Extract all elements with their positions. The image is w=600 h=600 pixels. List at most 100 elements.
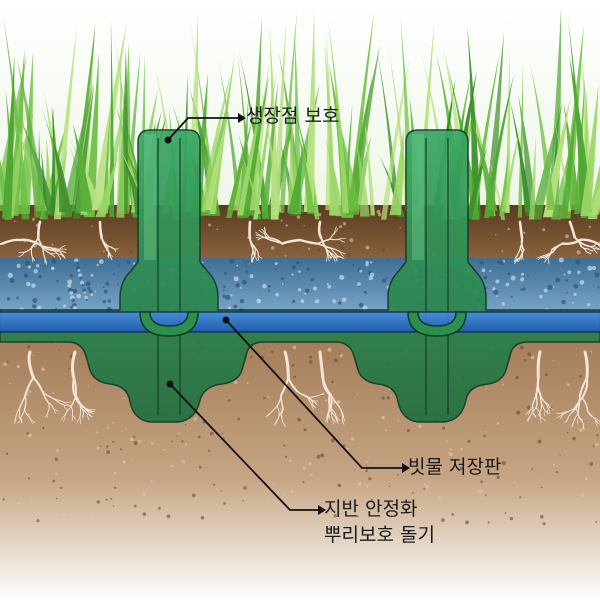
soil-grain (138, 440, 141, 443)
gravel-grain (370, 261, 372, 263)
soil-grain (151, 442, 153, 444)
gravel-grain (281, 277, 284, 280)
gravel-grain (521, 273, 524, 276)
gravel-grain (315, 299, 319, 303)
soil-grain (27, 394, 29, 396)
gravel-grain (492, 287, 495, 290)
soil-grain (541, 487, 543, 489)
soil-grain (407, 429, 410, 432)
gravel-grain (352, 264, 354, 266)
soil-grain (182, 460, 185, 463)
soil-grain (291, 490, 294, 493)
soil-grain (590, 462, 594, 466)
gravel-grain (597, 286, 599, 288)
gravel-grain (572, 302, 574, 304)
soil-grain (309, 462, 312, 465)
soil-grain (310, 473, 313, 476)
soil-grain (316, 223, 318, 225)
gravel-grain (104, 290, 108, 294)
soil-grain (107, 426, 109, 428)
soil-grain (485, 495, 487, 497)
soil-grain (210, 432, 214, 436)
gravel-grain (36, 264, 39, 267)
soil-grain (29, 390, 32, 393)
soil-grain (1, 231, 2, 232)
soil-grain (55, 472, 58, 475)
soil-grain (143, 512, 147, 516)
gravel-grain (24, 274, 28, 278)
soil-grain (331, 381, 334, 384)
gravel-grain (103, 286, 105, 288)
soil-grain (208, 450, 210, 452)
gravel-grain (304, 293, 306, 295)
soil-grain (88, 385, 89, 386)
gravel-grain (577, 271, 580, 274)
gravel-grain (502, 302, 505, 305)
gravel-grain (305, 288, 309, 292)
soil-grain (527, 406, 531, 410)
gravel-grain (228, 306, 231, 309)
gravel-grain (38, 275, 41, 278)
soil-grain (479, 489, 483, 493)
soil-grain (394, 224, 395, 225)
soil-grain (423, 488, 425, 490)
gravel-grain (224, 272, 227, 275)
gravel-grain (118, 265, 120, 267)
gravel-grain (82, 288, 86, 292)
soil-grain (10, 383, 11, 384)
gravel-grain (236, 283, 240, 287)
label-ground-stabilization: 지반 안정화 뿌리보호 돌기 (324, 496, 435, 548)
soil-grain (347, 254, 351, 258)
soil-grain (14, 221, 16, 223)
gravel-grain (236, 265, 238, 267)
gravel-grain (103, 300, 106, 303)
soil-grain (595, 443, 599, 447)
soil-grain (41, 368, 45, 372)
soil-grain (532, 250, 534, 252)
soil-grain (538, 479, 539, 480)
soil-grain (222, 433, 223, 434)
soil-grain (368, 477, 371, 480)
gravel-grain (594, 272, 599, 277)
gravel-grain (82, 284, 85, 287)
soil-grain (424, 484, 426, 486)
soil-grain (284, 493, 286, 495)
root-branch (50, 253, 55, 254)
gravel-grain (328, 285, 332, 289)
gravel-grain (282, 283, 284, 285)
soil-grain (125, 428, 127, 430)
soil-grain (304, 225, 305, 226)
soil-grain (106, 499, 108, 501)
gravel-grain (10, 278, 15, 283)
gravel-grain (342, 298, 347, 303)
gravel-grain (25, 261, 30, 266)
soil-grain (152, 506, 154, 508)
gravel-grain (133, 262, 135, 264)
gravel-grain (202, 261, 204, 263)
gravel-grain (386, 260, 388, 262)
gravel-grain (86, 281, 91, 286)
soil-grain (367, 457, 368, 458)
gravel-grain (240, 287, 242, 289)
soil-grain (37, 519, 40, 522)
gravel-grain (26, 282, 31, 287)
gravel-grain (327, 283, 329, 285)
gravel-grain (230, 294, 232, 296)
gravel-grain (51, 267, 54, 270)
gravel-grain (8, 273, 13, 278)
soil-grain (283, 444, 285, 446)
soil-grain (467, 440, 470, 443)
gravel-grain (240, 299, 244, 303)
soil-grain (505, 512, 507, 514)
soil-grain (540, 515, 544, 519)
soil-grain (577, 250, 581, 254)
gravel-grain (592, 266, 596, 270)
gravel-grain (520, 289, 522, 291)
gravel-grain (71, 298, 75, 302)
soil-grain (220, 490, 222, 492)
gravel-grain (284, 283, 286, 285)
gravel-grain (268, 290, 270, 292)
soil-grain (185, 424, 186, 425)
gravel-grain (298, 288, 301, 291)
gravel-grain (520, 277, 524, 281)
